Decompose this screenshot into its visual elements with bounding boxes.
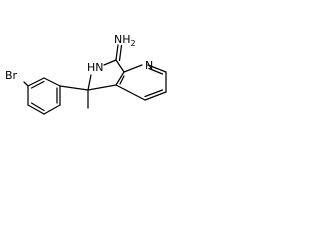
bond-phenyl-5 — [27, 104, 45, 115]
bond-phenyl-1 — [27, 77, 45, 87]
bond-c7-c7a — [115, 59, 125, 73]
bond-c7-n-exo-double — [118, 44, 123, 62]
amine-text: NH — [114, 33, 131, 46]
bond-phenyl-2 — [43, 77, 61, 87]
bond-pyridine-inner-3 — [119, 75, 125, 85]
bond-pyridine-4 — [144, 91, 167, 101]
bond-c7-n-exo — [115, 44, 119, 61]
bond-pyridine-5 — [115, 84, 146, 101]
bonds — [23, 44, 167, 115]
amine-label: NH2 — [114, 33, 136, 48]
bond-pyridine-inner-1 — [148, 67, 164, 75]
bond-hn-c7 — [103, 59, 117, 66]
bond-c7a-c4a — [115, 71, 125, 86]
bond-phenyl-4 — [43, 104, 61, 115]
ring-nh-label: HN — [87, 61, 104, 74]
amine-subscript: 2 — [131, 39, 136, 48]
bond-pyridine-inner-2 — [144, 89, 164, 98]
atom-labels: Br NH2 HN N — [5, 33, 153, 82]
chemical-structure-diagram: Br NH2 HN N — [5, 33, 167, 115]
bond-pyridine-2 — [147, 64, 167, 73]
bond-c-br — [23, 81, 29, 87]
bond-c4a-c5 — [87, 84, 117, 91]
bond-pyridine-1 — [123, 64, 143, 73]
bond-phenyl-inner-3 — [30, 102, 45, 112]
bond-phenyl-inner-1 — [30, 80, 45, 89]
bond-c5-hn — [87, 74, 92, 91]
bond-phenyl-c5 — [59, 85, 89, 91]
bromine-label: Br — [5, 69, 18, 82]
pyridine-n-label: N — [145, 59, 153, 72]
